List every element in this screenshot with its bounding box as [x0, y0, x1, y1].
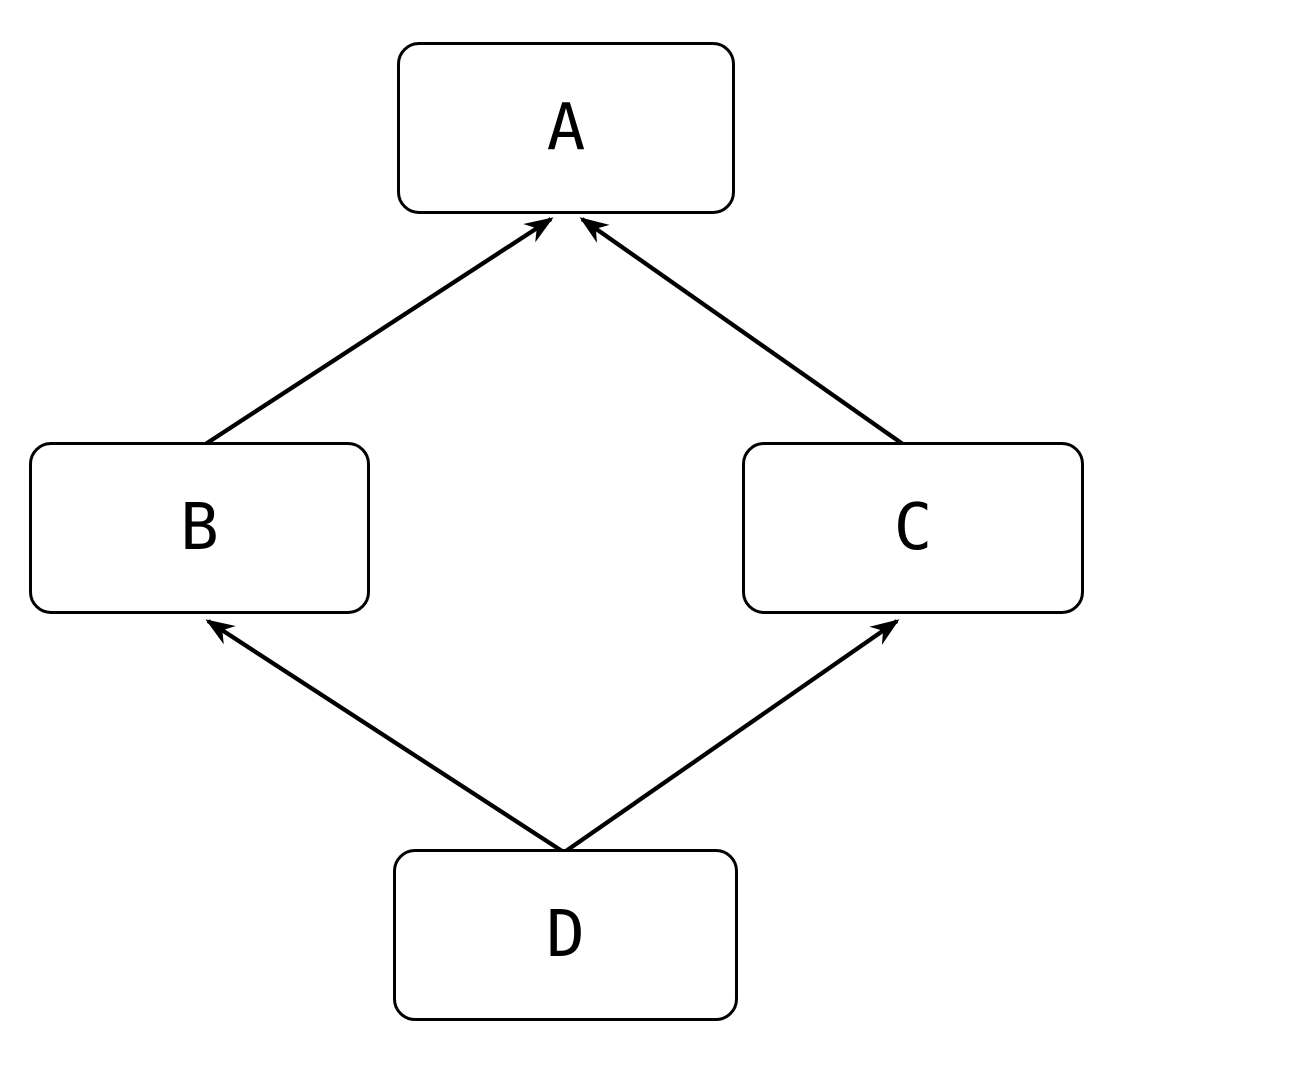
- node-c-label: C: [893, 491, 933, 565]
- edge-arrow-d-to-c: [564, 619, 900, 853]
- node-d: D: [393, 849, 738, 1021]
- node-c: C: [742, 442, 1084, 614]
- edge-arrow-d-to-b: [205, 619, 564, 853]
- node-b-label: B: [180, 491, 219, 565]
- node-a: A: [397, 42, 735, 214]
- node-b: B: [29, 442, 370, 614]
- edge-arrow-b-to-a: [199, 217, 554, 449]
- edge-arrow-c-to-a: [579, 217, 909, 449]
- node-d-label: D: [546, 898, 585, 972]
- node-a-label: A: [546, 91, 586, 165]
